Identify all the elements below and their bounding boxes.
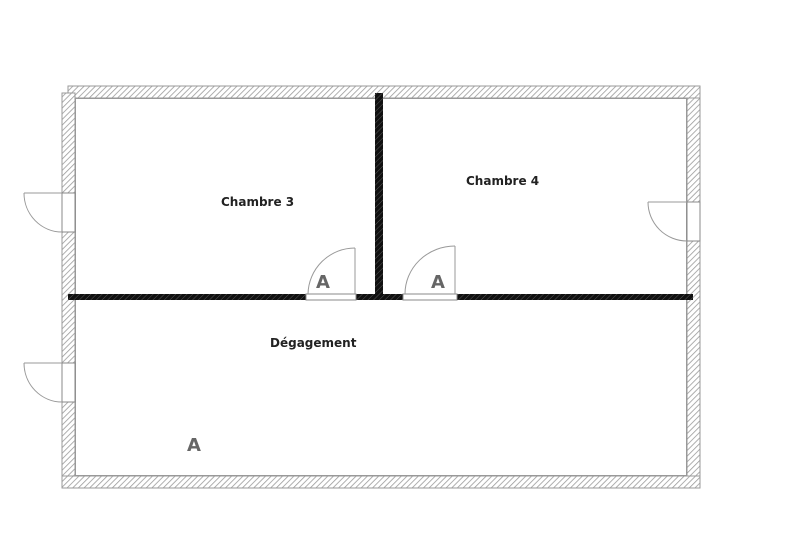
interior-walls <box>68 93 693 300</box>
room-label-chambre-4: Chambre 4 <box>466 174 540 188</box>
door-right-chambre-4[interactable] <box>647 201 701 242</box>
door-chambre-4[interactable] <box>402 245 458 301</box>
door-left-chambre-3[interactable] <box>23 192 76 233</box>
marker-a-chambre-3: A <box>316 272 330 293</box>
room-label-chambre-3: Chambre 3 <box>221 195 295 209</box>
room-label-degagement: Dégagement <box>270 336 357 350</box>
marker-a-degagement: A <box>187 435 201 456</box>
door-chambre-3[interactable] <box>305 247 357 301</box>
marker-a-chambre-4: A <box>431 272 445 293</box>
door-left-degagement[interactable] <box>23 362 76 403</box>
